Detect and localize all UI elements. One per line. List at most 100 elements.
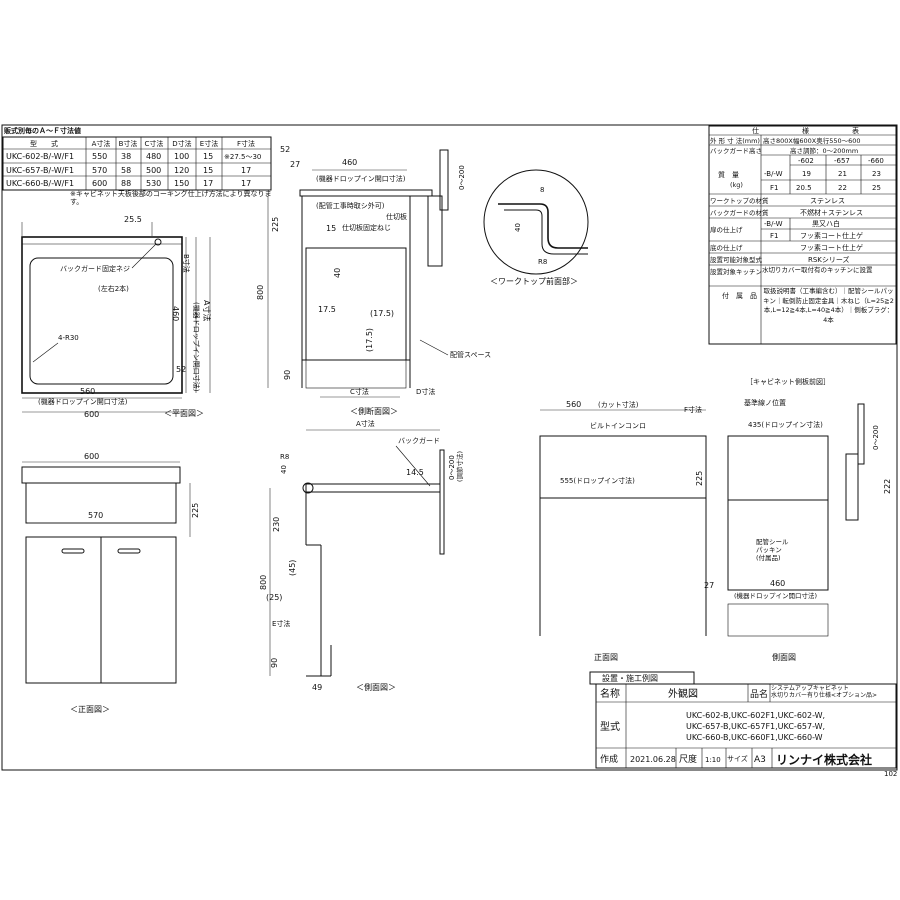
- side-a-dim: A寸法: [356, 419, 375, 428]
- side-r8: R8: [280, 453, 289, 461]
- spec-value: RSKシリーズ: [808, 255, 850, 264]
- tb-scale-label: 尺度: [679, 753, 697, 765]
- spec-sub: 19: [802, 170, 811, 178]
- side-40: 40: [280, 465, 288, 474]
- side-14-5: 14.5: [406, 468, 424, 477]
- spec-header-1: 仕: [752, 126, 759, 135]
- ex-seal-box: 配管シール パッキン (付属品): [756, 538, 789, 562]
- spec-sub: -B/-W: [764, 220, 783, 228]
- spec-label: 設置対象キッチン: [710, 267, 762, 276]
- plan-left-right-label: (左右2本): [98, 284, 129, 293]
- dims-header-model: 型 式: [30, 139, 58, 148]
- dims-table-note-box: ※キャビネット天板後部のコーキング仕上げ方法により異なります。: [70, 190, 272, 206]
- sec-800: 800: [256, 285, 265, 300]
- tb-size-label: サイズ: [727, 754, 748, 763]
- worktop-detail: 8 R8 40 ＜ワークトップ前面部＞: [483, 169, 589, 286]
- spec-value: 水切りカバー取付有のキッチンに設置: [762, 266, 873, 274]
- plan-view: 25.5 バックガード固定ネジ (左右2本) 4-R30 B寸法 (機器ドロップ…: [21, 215, 212, 419]
- plan-560: 560: [80, 387, 95, 396]
- front-600: 600: [84, 452, 99, 461]
- dims-table-title: 販式別毎のＡ～Ｆ寸法値: [4, 126, 81, 135]
- tb-model-label: 型式: [600, 720, 620, 733]
- tb-date: 2021.06.28: [630, 755, 676, 764]
- dims-cell: 58: [121, 166, 131, 175]
- dims-cell: 550: [92, 152, 107, 161]
- dims-header-e: E寸法: [200, 139, 218, 148]
- dims-cell: 38: [121, 152, 131, 161]
- detail-r8: R8: [538, 258, 547, 266]
- ex-cut: (カット寸法): [598, 400, 639, 409]
- dims-cell: 100: [174, 152, 189, 161]
- dims-header-b: B寸法: [119, 139, 138, 148]
- dims-cell: 120: [174, 166, 189, 175]
- dims-cell: 600: [92, 179, 107, 188]
- sec-40: 40: [333, 268, 342, 278]
- ex-460: 460: [770, 579, 785, 588]
- tb-product: システムアップキャビネット 水切りカバー有り仕様<オプション品>: [771, 685, 878, 699]
- example-title: 設置・施工例図: [602, 673, 658, 683]
- ex-435: 435(ドロップイン寸法): [748, 420, 823, 429]
- tb-name-label: 名称: [600, 687, 620, 700]
- tb-model-line: UKC-657-B,UKC-657F1,UKC-657-W,: [686, 722, 825, 731]
- side-e-dim: E寸法: [272, 619, 290, 628]
- spec-value: 高さ調節：0～200mm: [790, 146, 858, 155]
- front-view: 600 570 225 ＜正面図＞: [21, 452, 200, 714]
- sec-225: 225: [271, 217, 280, 232]
- example-front-view: 560 (カット寸法) ビルトインコンロ 555(ドロップイン寸法) 正面図: [539, 400, 707, 662]
- dims-table: 販式別毎のＡ～Ｆ寸法値 型 式 A寸法 B寸法 C寸法 D寸法 E寸法 F寸法 …: [2, 126, 272, 206]
- spec-kitchen-box: 水切りカバー取付有のキッチンに設置: [762, 266, 873, 274]
- example-side-view: ［キャビネット側板前図］ F寸法 基準線ノ位置 435(ドロップイン寸法) 0～…: [684, 377, 892, 662]
- detail-8: 8: [540, 186, 544, 194]
- side-230: 230: [272, 517, 281, 532]
- detail-40: 40: [514, 223, 522, 232]
- sec-0-200: 0～200: [458, 165, 466, 190]
- spec-unit: (kg): [730, 181, 743, 189]
- dims-header-c: C寸法: [145, 139, 164, 148]
- spec-label: 質 量: [718, 170, 739, 179]
- dims-table-note: ※キャビネット天板後部のコーキング仕上げ方法により異なります。: [70, 190, 272, 206]
- plan-r30-label: 4-R30: [58, 334, 79, 342]
- spec-label: 外 形 寸 法(mm): [710, 136, 760, 145]
- spec-sub: -B/-W: [764, 170, 783, 178]
- spec-value: ステンレス: [810, 197, 845, 205]
- dims-cell: 150: [174, 179, 189, 188]
- front-title: ＜正面図＞: [70, 705, 110, 714]
- tb-model-line: UKC-602-B,UKC-602F1,UKC-602-W,: [686, 711, 825, 720]
- dims-cell: 500: [146, 166, 161, 175]
- spec-label: 扉の仕上げ: [710, 225, 743, 234]
- tb-scale: 1:10: [705, 756, 721, 764]
- dims-cell: ※27.5～30: [224, 153, 261, 161]
- sec-460: 460: [342, 158, 357, 167]
- spec-sub: F1: [770, 232, 778, 240]
- plan-b-dim: B寸法: [182, 254, 191, 273]
- sec-17-5p-v: (17.5): [365, 328, 374, 352]
- sheet-frame: [1, 124, 898, 771]
- spec-label: バックガードの材質: [710, 208, 769, 217]
- sec-15: 15: [326, 224, 336, 233]
- spec-sub: 22: [838, 184, 847, 192]
- spec-header-3: 表: [852, 126, 859, 135]
- dims-cell: 88: [121, 179, 131, 188]
- ex-560: 560: [566, 400, 581, 409]
- ex-dropin: (機器ドロップイン開口寸法): [734, 591, 817, 600]
- spec-sub: F1: [770, 184, 778, 192]
- ex-225: 225: [695, 471, 704, 486]
- side-backguard: バックガード: [398, 436, 440, 445]
- dims-cell: 480: [146, 152, 161, 161]
- tb-product-box: システムアップキャビネット 水切りカバー有り仕様<オプション品>: [771, 685, 878, 699]
- plan-600: 600: [84, 410, 99, 419]
- sec-d-dim: D寸法: [416, 387, 435, 396]
- sec-piping-note: (配管工事時取シ外可): [316, 201, 385, 210]
- side-section-view: 52 27 460 (機器ドロップイン開口寸法) 0～200 (配管工事時取シ外…: [256, 145, 491, 416]
- tb-made-label: 作成: [600, 753, 618, 765]
- spec-sub: 21: [838, 170, 847, 178]
- plan-dropin-v: (機器ドロップイン開口寸法): [192, 302, 201, 392]
- spec-value: 高さ800X幅600X奥行550～600: [763, 136, 861, 145]
- sec-17-5: 17.5: [318, 305, 336, 314]
- title-block: 設置・施工例図 名称 外観図 品名 システムアップキャビネット 水切りカバー有り…: [589, 671, 897, 778]
- dims-cell: 15: [203, 152, 213, 161]
- ex-555: 555(ドロップイン寸法): [560, 476, 635, 485]
- sec-52: 52: [280, 145, 290, 154]
- front-225: 225: [191, 503, 200, 518]
